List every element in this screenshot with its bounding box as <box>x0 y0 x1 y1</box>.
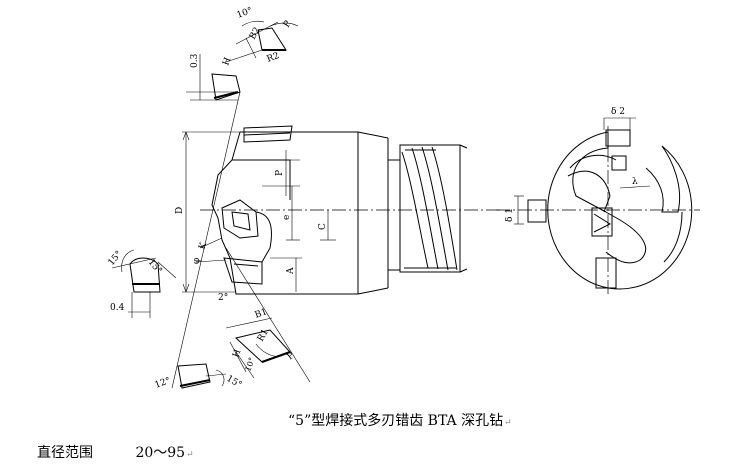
dim-r2: R2 <box>266 51 281 65</box>
lower-insert-detail <box>225 317 291 379</box>
dim-p: P <box>275 170 285 176</box>
dim-phi: φ <box>192 258 202 264</box>
diameter-range: 直径范围 20～95↵ <box>37 442 194 462</box>
dim-0-4: 0.4 <box>110 303 125 313</box>
drill-side-view <box>200 125 500 295</box>
caption-title: “5”型焊接式多刃错齿 BTA 深孔钻 <box>288 413 504 429</box>
paragraph-mark: ↵ <box>186 450 194 460</box>
dim-e: e <box>282 215 292 220</box>
dim-diameter: D <box>175 207 185 214</box>
upper-insert-detail <box>225 20 299 63</box>
side-dimensions <box>171 54 336 389</box>
dim-10-deg: 10° <box>236 6 254 21</box>
dim-0-3: 0.3 <box>190 53 200 68</box>
dim-b1: B1 <box>254 307 269 321</box>
drill-drawing: 0.3 10° P H R2 B2 D P e C A K φ 15° 15° … <box>107 6 700 391</box>
dim-c: C <box>318 223 328 230</box>
dimension-labels: 0.3 10° P H R2 B2 D P e C A K φ 15° 15° … <box>107 6 638 391</box>
left-insert-detail <box>111 249 177 318</box>
dim-15-bottom: 15° <box>225 374 244 391</box>
dim-h-bottom: H <box>231 348 243 359</box>
dim-10-bottom: 10° <box>243 356 256 372</box>
dim-2-deg: 2° <box>218 293 228 303</box>
dim-delta2: δ 2 <box>611 107 625 117</box>
dim-p-bottom: P <box>286 351 297 363</box>
small-insert-upper <box>211 73 241 101</box>
range-value: 20～95 <box>135 445 186 461</box>
dim-a: A <box>286 267 296 275</box>
dim-b2: B2 <box>248 26 263 42</box>
dim-h-top: H <box>221 56 233 67</box>
range-label: 直径范围 <box>37 445 93 461</box>
small-insert-lower <box>177 363 227 389</box>
dim-lambda: λ <box>632 177 638 187</box>
dim-15-right: 15° <box>146 258 164 277</box>
drawing-caption: “5”型焊接式多刃错齿 BTA 深孔钻↵ <box>288 410 512 430</box>
dim-p-top: P <box>282 19 294 29</box>
drill-end-view <box>496 117 700 296</box>
dim-delta1: δ 1 <box>505 208 515 222</box>
dim-12-deg: 12° <box>154 376 172 391</box>
dim-k: K <box>197 241 209 251</box>
paragraph-mark: ↵ <box>504 418 512 428</box>
